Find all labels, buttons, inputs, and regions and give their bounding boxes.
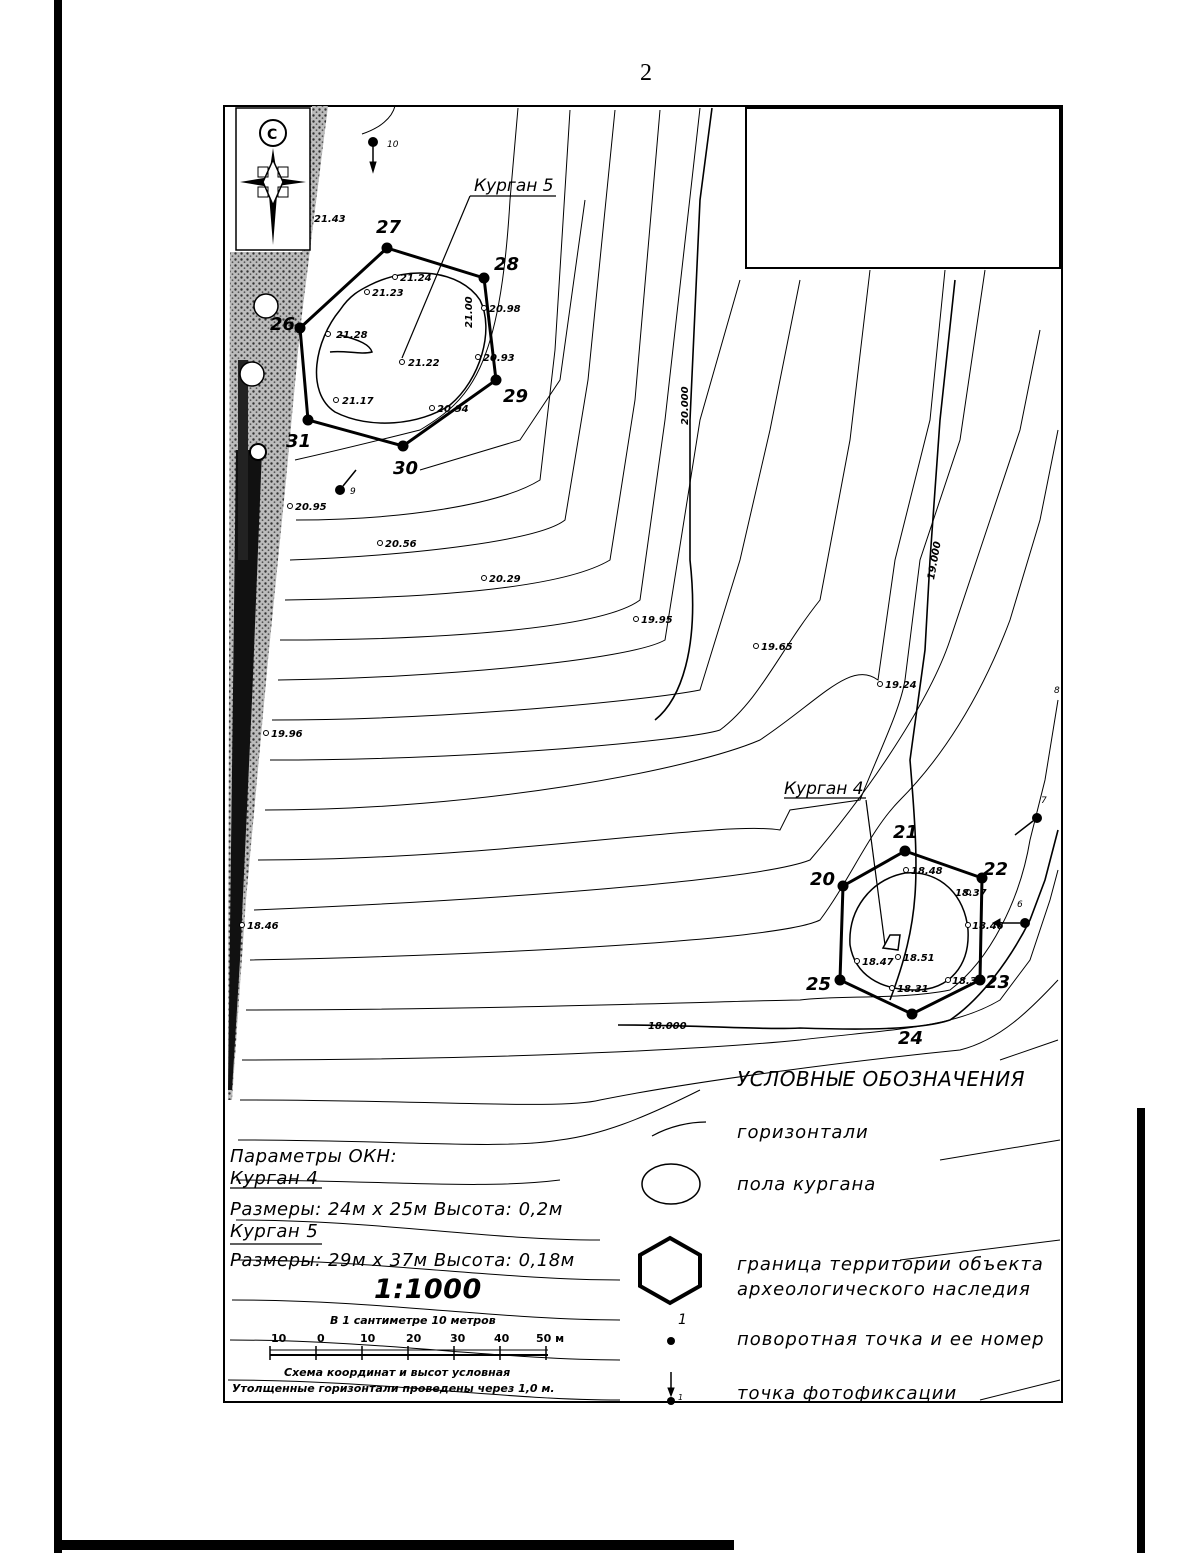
legend-turning-point-label: поворотная точка и ее номер bbox=[737, 1329, 1045, 1350]
elevation-label: 18.47 bbox=[862, 957, 894, 968]
elevation-label: 18.31 bbox=[897, 984, 929, 995]
title-block bbox=[745, 107, 1061, 269]
kurgan-5-boundary bbox=[294, 242, 502, 452]
elevation-label: 18.46 bbox=[972, 921, 1004, 932]
scale-tick-label: 40 bbox=[494, 1332, 510, 1345]
elevation-label: 20.29 bbox=[489, 574, 521, 585]
legend-photo-point-label: точка фотофиксации bbox=[737, 1383, 958, 1404]
kurgan-4-label: Курган 4 bbox=[784, 779, 864, 799]
elevation-label: 18.51 bbox=[903, 953, 935, 964]
scale-tick-label: 20 bbox=[406, 1332, 422, 1345]
contour-label: 20.000 bbox=[680, 386, 691, 425]
params-kurgan-4-name: Курган 4 bbox=[230, 1168, 319, 1189]
contour-label: 19.000 bbox=[926, 541, 944, 581]
elevation-label: 19.95 bbox=[641, 615, 673, 626]
scale-tick-label: 10 bbox=[360, 1332, 376, 1345]
legend-ellipse bbox=[641, 1163, 701, 1205]
params-heading: Параметры ОКН: bbox=[230, 1146, 398, 1167]
page-number: 2 bbox=[640, 60, 652, 86]
contour-lines bbox=[227, 105, 1061, 1401]
scan-border-bottom bbox=[54, 1540, 734, 1550]
elevation-label: 21.43 bbox=[314, 214, 346, 225]
params-kurgan-4-dims: Размеры: 24м х 25м Высота: 0,2м bbox=[230, 1199, 563, 1220]
legend-contours-label: горизонтали bbox=[737, 1122, 869, 1143]
photo-points bbox=[335, 137, 1042, 928]
elevation-points bbox=[239, 274, 971, 991]
elevation-label: 18.37 bbox=[955, 888, 987, 899]
kurgan-5-floor bbox=[315, 272, 487, 424]
elevation-label: 20.95 bbox=[295, 502, 327, 513]
legend-title: УСЛОВНЫЕ ОБОЗНАЧЕНИЯ bbox=[737, 1067, 1026, 1091]
contour-label: 18.000 bbox=[648, 1021, 687, 1032]
elevation-label: 20.98 bbox=[489, 304, 521, 315]
turning-point-label: 23 bbox=[985, 972, 1010, 993]
compass-letter: С bbox=[267, 127, 277, 143]
photo-point-label: 10 bbox=[387, 140, 399, 150]
photo-point-label: 7 bbox=[1041, 796, 1047, 806]
legend-turning-point-number: 1 bbox=[678, 1312, 688, 1328]
scale-bar bbox=[269, 1346, 548, 1360]
scale-note: В 1 сантиметре 10 метров bbox=[330, 1314, 496, 1327]
scale-tick-label: 10 bbox=[271, 1332, 287, 1345]
kurgan-5-label: Курган 5 bbox=[474, 176, 554, 196]
turning-point-label: 22 bbox=[983, 859, 1008, 880]
turning-point-label: 26 bbox=[270, 314, 295, 335]
elevation-label: 20.93 bbox=[483, 353, 515, 364]
scale-footer-1: Схема координат и высот условная bbox=[284, 1366, 511, 1379]
forest-strip bbox=[228, 106, 328, 1100]
elevation-label: 20.94 bbox=[437, 404, 469, 415]
turning-point-label: 27 bbox=[376, 217, 402, 238]
scale-footer-2: Утолщенные горизонтали проведены через 1… bbox=[232, 1382, 555, 1395]
kurgan-4-boundary bbox=[834, 845, 988, 1020]
legend-symbols bbox=[638, 1121, 707, 1405]
elevation-label: 21.22 bbox=[408, 358, 440, 369]
scale-tick-label: 30 bbox=[450, 1332, 466, 1345]
scale-tick-label: 0 bbox=[317, 1332, 325, 1345]
turning-point-label: 25 bbox=[806, 974, 831, 995]
scale-ratio: 1:1000 bbox=[374, 1274, 482, 1305]
turning-point-label: 21 bbox=[893, 822, 918, 843]
elevation-label: 18.48 bbox=[911, 866, 943, 877]
legend-hexagon bbox=[638, 1235, 702, 1306]
turning-point-label: 29 bbox=[503, 386, 528, 407]
photo-point-label: 8 bbox=[1054, 686, 1060, 696]
photo-point-label: 6 bbox=[1017, 900, 1023, 910]
elevation-label: 19.96 bbox=[271, 729, 303, 740]
elevation-label: 19.24 bbox=[885, 680, 917, 691]
turning-point-label: 28 bbox=[494, 254, 519, 275]
turning-point-label: 20 bbox=[810, 869, 835, 890]
elevation-label: 20.56 bbox=[385, 539, 417, 550]
elevation-label: 21.17 bbox=[342, 396, 374, 407]
legend-mound-floor-label: пола кургана bbox=[737, 1174, 877, 1195]
legend-photo-point-number: 1 bbox=[678, 1393, 685, 1402]
legend-boundary-label-2: археологического наследия bbox=[737, 1279, 1031, 1300]
elevation-label: 21.28 bbox=[336, 330, 368, 341]
map-frame bbox=[223, 105, 1063, 1403]
elevation-label: 18.33 bbox=[952, 976, 984, 987]
elevation-label: 21.23 bbox=[372, 288, 404, 299]
params-kurgan-5-name: Курган 5 bbox=[230, 1221, 319, 1242]
scan-border-left bbox=[54, 0, 62, 1553]
north-arrow bbox=[235, 107, 311, 251]
elevation-label: 19.65 bbox=[761, 642, 793, 653]
kurgan-4-floor bbox=[849, 872, 969, 991]
elevation-label: 18.46 bbox=[247, 921, 279, 932]
turning-point-label: 31 bbox=[286, 431, 311, 452]
elevation-label: 21.00 bbox=[464, 296, 475, 328]
scale-tick-label: 50 м bbox=[536, 1332, 565, 1345]
params-kurgan-5-dims: Размеры: 29м х 37м Высота: 0,18м bbox=[230, 1250, 575, 1271]
legend-boundary-label-1: граница территории объекта bbox=[737, 1254, 1044, 1275]
scan-border-right bbox=[1137, 1108, 1145, 1553]
turning-point-label: 30 bbox=[393, 458, 418, 479]
photo-point-label: 9 bbox=[350, 487, 356, 497]
elevation-label: 21.24 bbox=[400, 273, 432, 284]
turning-point-label: 24 bbox=[898, 1028, 923, 1049]
